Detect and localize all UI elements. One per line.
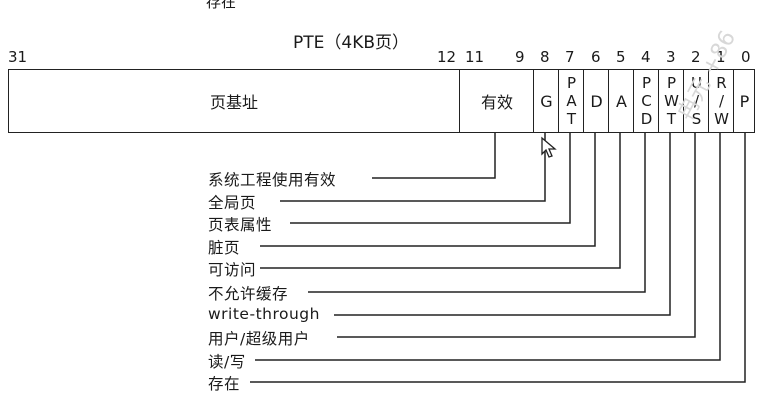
diagram-title: PTE（4KB页） [293, 33, 410, 53]
field-d-label: D [590, 91, 603, 111]
label-system-use: 系统工程使用有效 [208, 171, 337, 189]
bit-number-9: 9 [515, 48, 525, 66]
field-a-label: A [616, 91, 627, 111]
mouse-cursor-icon [541, 136, 557, 158]
label-no-cache: 不允许缓存 [208, 285, 289, 303]
bit-number-4: 4 [641, 48, 651, 66]
label-accessed: 可访问 [208, 261, 257, 279]
label-user-super: 用户/超级用户 [208, 330, 310, 348]
leader-p [250, 133, 746, 383]
bit-number-3: 3 [666, 48, 676, 66]
label-read-write: 读/写 [208, 353, 246, 371]
field-pwt-char-1: P [666, 74, 677, 92]
field-pat-char-3: T [566, 110, 577, 128]
leader-pcd [308, 133, 646, 293]
field-d: D [583, 70, 609, 132]
leader-d [260, 133, 596, 247]
field-pcd-char-3: D [640, 110, 653, 128]
bit-number-12: 12 [437, 48, 457, 66]
bit-number-11: 11 [465, 48, 485, 66]
field-pwt-char-3: T [666, 110, 677, 128]
bit-number-7: 7 [565, 48, 575, 66]
label-present: 存在 [208, 375, 241, 393]
field-us: U / S [683, 70, 709, 132]
field-pat-char-1: P [566, 74, 577, 92]
field-g: G [533, 70, 559, 132]
field-page-base-label: 页基址 [209, 93, 258, 112]
leader-pwt [334, 133, 671, 316]
leader-us [337, 133, 696, 338]
leader-a [260, 133, 621, 269]
field-rw-char-3: W [714, 110, 729, 128]
cropped-top-text: 存在 [206, 0, 237, 11]
field-avail: 有效 [459, 70, 534, 132]
field-pwt-char-2: W [664, 92, 679, 110]
field-pcd-char-1: P [641, 74, 652, 92]
bit-number-8: 8 [540, 48, 550, 66]
field-us-char-3: S [691, 110, 702, 128]
pte-register: 页基址 有效 G P A T D A P C D P W T U / S R /… [8, 69, 755, 133]
bit-number-6: 6 [591, 48, 601, 66]
leader-g [280, 133, 546, 202]
leader-avail [372, 133, 496, 179]
label-dirty: 脏页 [208, 239, 241, 257]
field-us-char-2: / [693, 92, 700, 110]
field-rw-char-2: / [718, 92, 725, 110]
field-g-label: G [540, 91, 553, 111]
bit-number-0: 0 [741, 48, 751, 66]
bit-number-1: 1 [716, 48, 726, 66]
field-pcd: P C D [633, 70, 659, 132]
field-page-base: 页基址 [9, 70, 459, 132]
field-pat: P A T [558, 70, 584, 132]
field-p: P [733, 70, 755, 132]
field-pwt: P W T [658, 70, 684, 132]
label-global-page: 全局页 [208, 194, 257, 212]
field-p-label: P [739, 91, 750, 111]
field-a: A [608, 70, 634, 132]
field-rw: R / W [708, 70, 734, 132]
bit-number-31: 31 [8, 48, 28, 66]
bit-number-5: 5 [616, 48, 626, 66]
field-rw-char-1: R [716, 74, 727, 92]
leader-pat [290, 133, 571, 224]
bit-number-2: 2 [691, 48, 701, 66]
label-pat: 页表属性 [208, 216, 273, 234]
field-us-char-1: U [691, 74, 702, 92]
label-write-through: write-through [208, 305, 320, 323]
leader-rw [255, 133, 721, 361]
field-pat-char-2: A [566, 92, 577, 110]
field-pcd-char-2: C [641, 92, 652, 110]
field-avail-label: 有效 [480, 93, 513, 112]
